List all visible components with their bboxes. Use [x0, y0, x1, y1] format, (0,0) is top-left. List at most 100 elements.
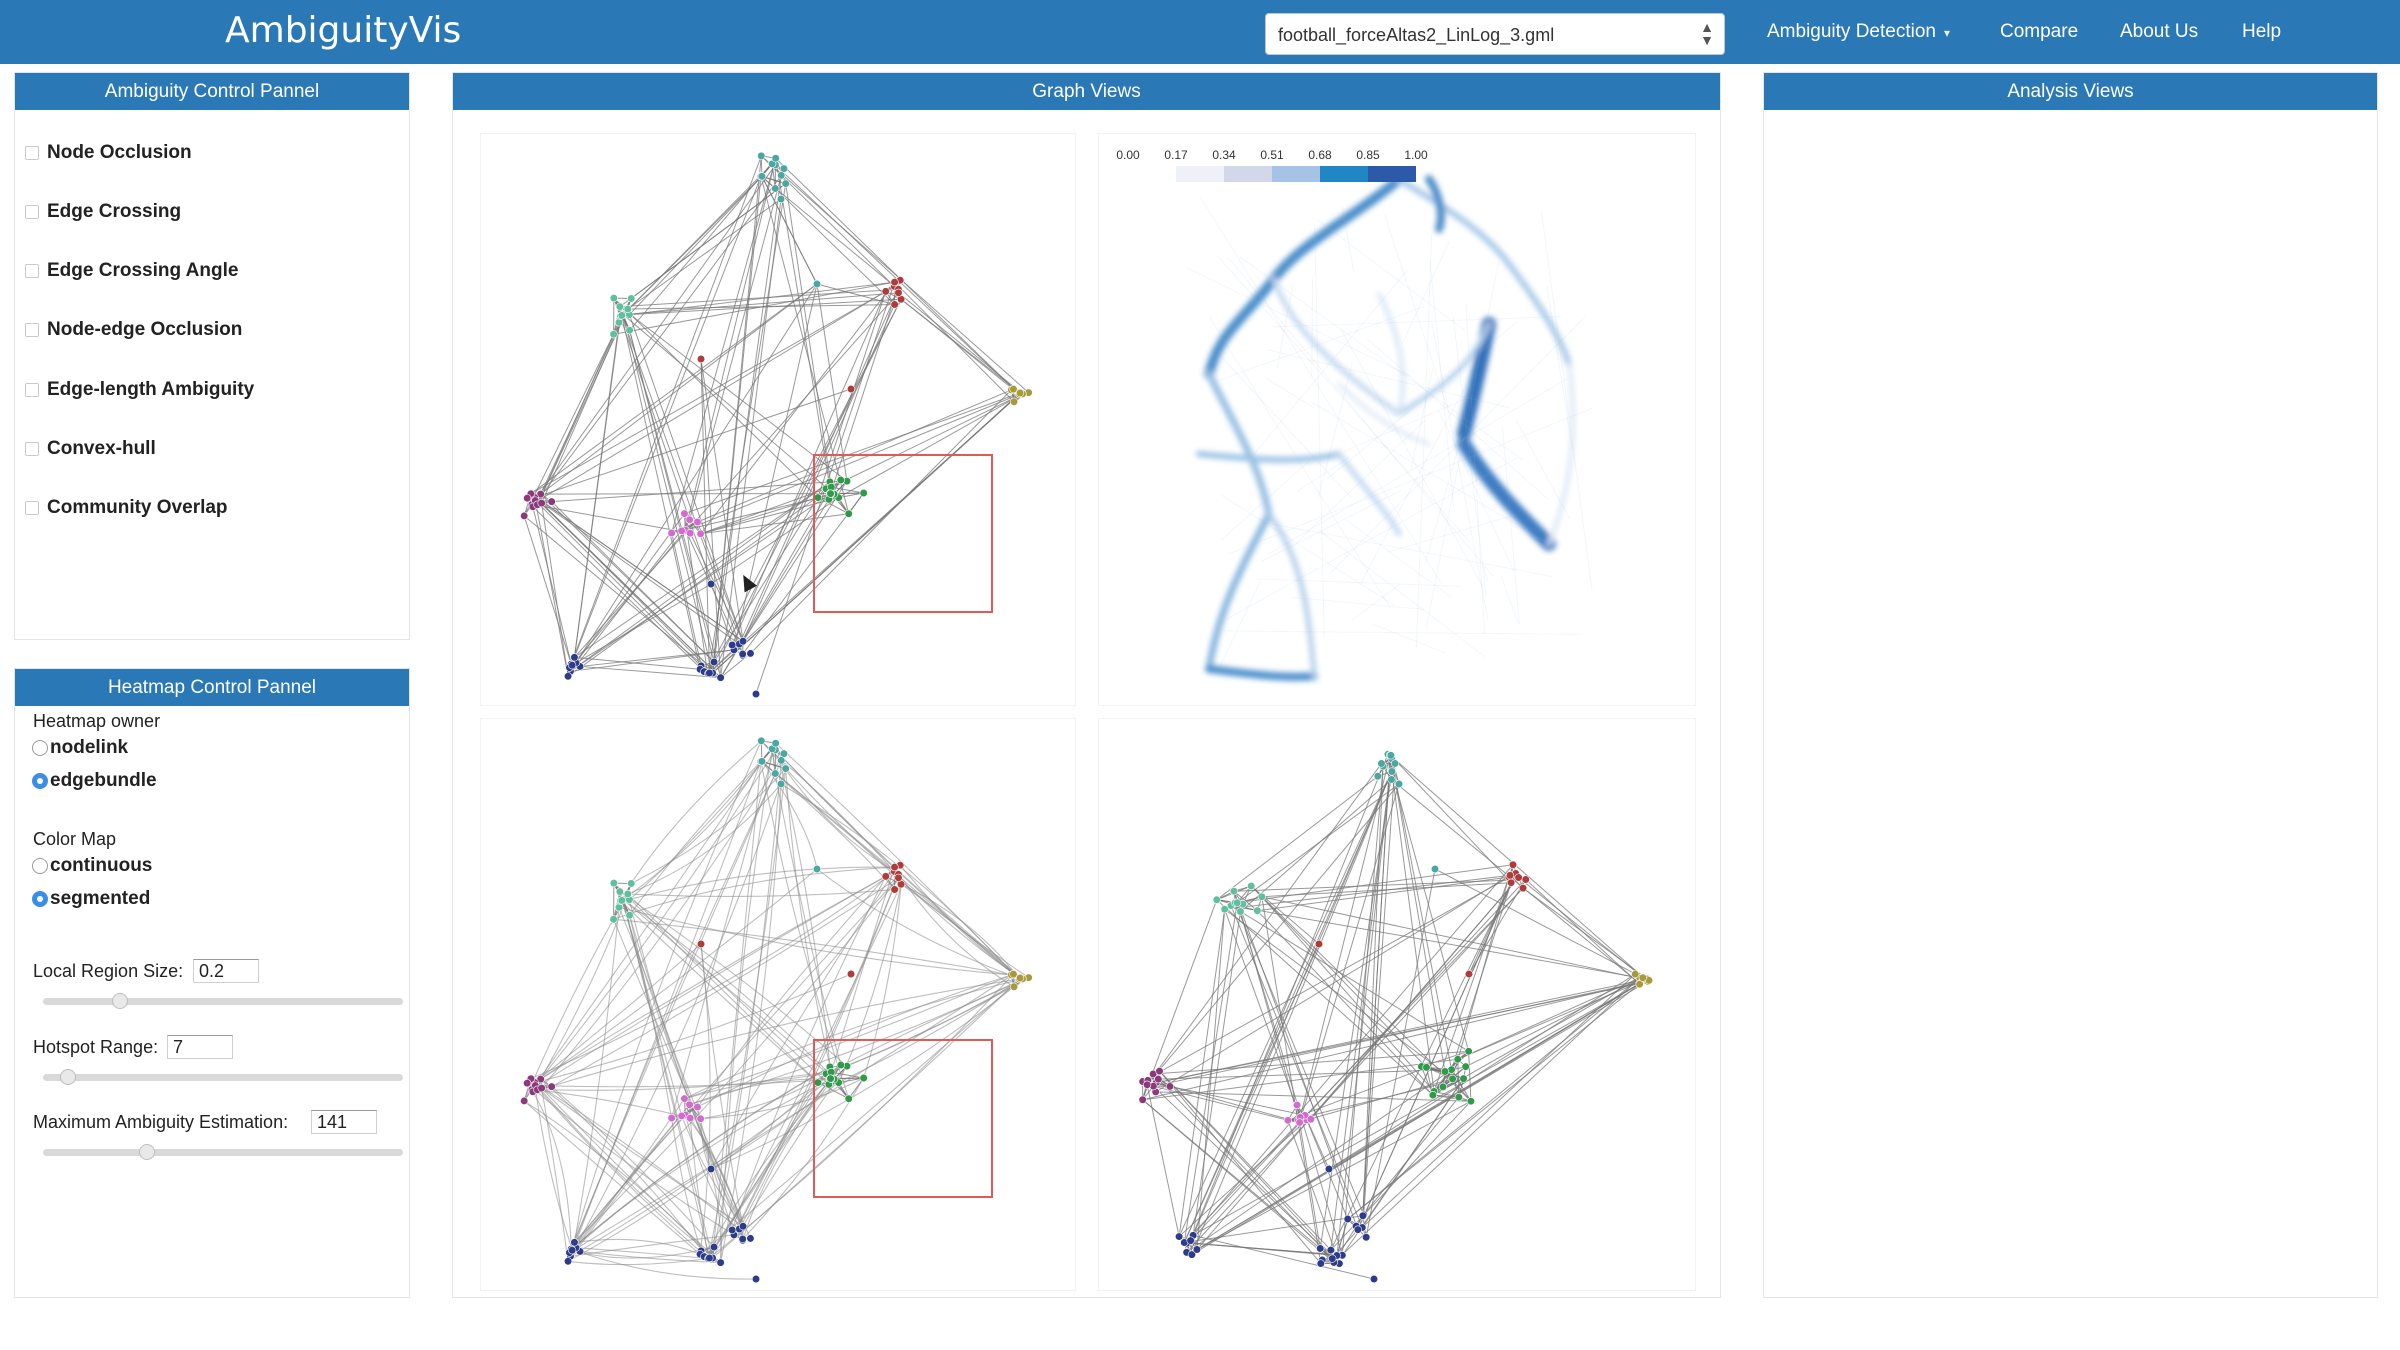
graph-edge [1452, 876, 1510, 1080]
graph-file-select[interactable]: football_forceAltas2_LinLog_3.gml ▲▼ [1265, 13, 1725, 55]
checkbox[interactable] [25, 501, 39, 515]
graph-edge [568, 760, 782, 1253]
heat-faint-edge [1351, 584, 1400, 622]
graph-node [1461, 1062, 1470, 1071]
comparison-graph[interactable] [1099, 719, 1696, 1291]
graph-edge [1391, 771, 1470, 1052]
checkbox[interactable] [25, 442, 39, 456]
option-edge-length-ambiguity[interactable]: Edge-length Ambiguity [25, 378, 254, 402]
option-node-occlusion[interactable]: Node Occlusion [25, 141, 192, 165]
graph-edge [534, 388, 852, 499]
graph-edge [1186, 1069, 1452, 1253]
checkbox[interactable] [25, 205, 39, 219]
option-label: Community Overlap [47, 497, 228, 518]
graph-edge [1155, 1091, 1471, 1102]
graph-edge [1390, 755, 1446, 1072]
graph-node [667, 528, 676, 538]
graph-edge [1224, 909, 1301, 1118]
graph-edge [1357, 873, 1517, 1230]
graph-edge [1233, 890, 1258, 912]
option-convex-hull[interactable]: Convex-hull [25, 437, 156, 461]
nav-about[interactable]: About Us [2120, 21, 2199, 42]
graph-node [625, 326, 634, 335]
graph-edge [1155, 874, 1511, 1093]
radio-button[interactable] [32, 858, 48, 874]
heat-faint-edge [1209, 316, 1392, 610]
slider-thumb[interactable] [111, 993, 128, 1009]
graph-edge [750, 389, 1012, 654]
graph-node [623, 889, 632, 899]
slider-thumb[interactable] [60, 1069, 77, 1085]
edge-bundled-graph[interactable] [481, 719, 1076, 1291]
graph-node [1635, 980, 1644, 989]
nav-compare[interactable]: Compare [2000, 21, 2079, 42]
graph-edge [567, 1257, 713, 1266]
graph-node [677, 1111, 686, 1121]
graph-node [627, 294, 636, 303]
graph-edge [1250, 885, 1427, 1068]
nav-ambiguity-detection[interactable]: Ambiguity Detection▾ [1767, 21, 1950, 43]
slider-thumb[interactable] [139, 1144, 156, 1160]
graph-edge [1525, 879, 1640, 985]
graph-edge [700, 513, 849, 535]
graph-edge [1224, 874, 1511, 910]
ambiguity-heatmap[interactable] [1099, 134, 1696, 706]
graph-node [1316, 1244, 1325, 1253]
graph-node [1390, 759, 1400, 768]
graph-view-bundled[interactable] [480, 718, 1076, 1291]
graph-edge [775, 158, 832, 494]
graph-edge [628, 314, 744, 642]
graph-edge [1196, 978, 1648, 1250]
graph-view-nodelink[interactable] [480, 133, 1076, 706]
option-community-overlap[interactable]: Community Overlap [25, 496, 228, 520]
option-edge-crossing[interactable]: Edge Crossing [25, 200, 181, 224]
graph-node [686, 529, 695, 538]
graph-node [776, 194, 786, 204]
graph-edge [570, 1078, 831, 1257]
graph-edge [570, 1078, 832, 1250]
local-region-size-input[interactable]: 0.2 [193, 959, 259, 983]
graph-node [844, 1094, 853, 1103]
checkbox[interactable] [25, 264, 39, 278]
graph-node [693, 1102, 702, 1112]
radio-button[interactable] [32, 740, 48, 756]
graph-node [1428, 1090, 1438, 1100]
app-title[interactable]: AmbiguityVis [225, 10, 462, 51]
node-link-graph[interactable] [481, 134, 1076, 706]
checkbox[interactable] [25, 323, 39, 337]
option-edge-crossing-angle[interactable]: Edge Crossing Angle [25, 259, 238, 283]
graph-node [537, 1084, 546, 1093]
graph-edge [531, 761, 763, 1090]
radio-button-selected[interactable] [32, 773, 48, 789]
graph-edge [838, 393, 1023, 499]
graph-node [728, 640, 737, 650]
radio-nodelink[interactable]: nodelink [32, 737, 128, 759]
caret-down-icon: ▾ [1943, 26, 1950, 40]
radio-segmented[interactable]: segmented [32, 888, 150, 910]
graph-edge [689, 1104, 722, 1263]
graph-view-heatmap[interactable] [1098, 133, 1696, 706]
graph-edge [629, 760, 762, 916]
graph-view-compare[interactable] [1098, 718, 1696, 1291]
radio-continuous[interactable]: continuous [32, 855, 152, 877]
local-region-slider[interactable] [43, 993, 403, 1009]
graph-edge [570, 155, 762, 665]
hotspot-range-slider[interactable] [43, 1069, 403, 1085]
option-node-edge-occlusion[interactable]: Node-edge Occlusion [25, 318, 242, 342]
heat-faint-edge [1318, 529, 1486, 658]
checkbox[interactable] [25, 383, 39, 397]
graph-node [1377, 759, 1386, 768]
graph-edge [531, 503, 691, 534]
checkbox[interactable] [25, 146, 39, 160]
radio-button-selected[interactable] [32, 891, 48, 907]
max-ambiguity-input[interactable]: 141 [311, 1110, 377, 1134]
max-ambiguity-slider[interactable] [43, 1144, 403, 1160]
radio-edgebundle[interactable]: edgebundle [32, 770, 157, 792]
graph-edge [579, 649, 735, 667]
nav-help[interactable]: Help [2242, 21, 2282, 42]
graph-edge [712, 392, 1021, 674]
graph-edge [570, 481, 831, 672]
graph-edge [540, 1078, 709, 1259]
hotspot-range-input[interactable]: 7 [167, 1035, 233, 1059]
heat-faint-edge [1345, 519, 1452, 598]
